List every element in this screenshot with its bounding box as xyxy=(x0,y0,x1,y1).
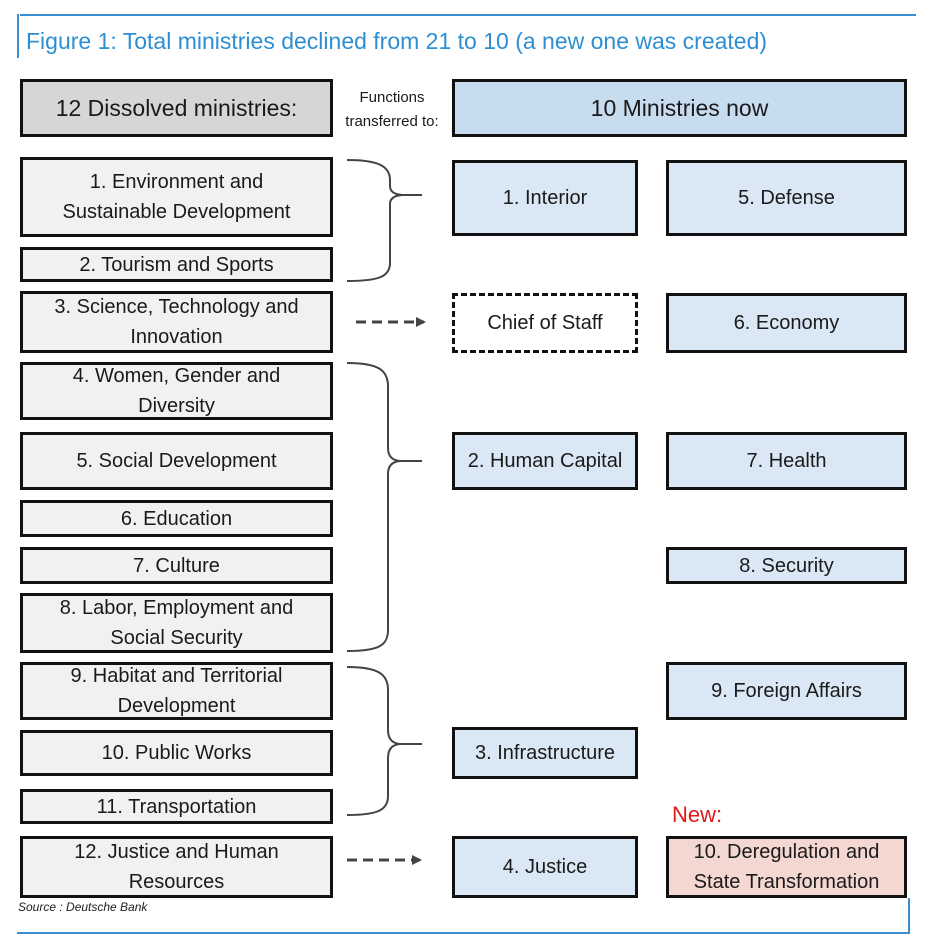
dissolved-ministry-3-line2: Innovation xyxy=(130,326,223,348)
dissolved-ministry-4-line2: Diversity xyxy=(138,395,215,417)
ministry-economy: 6. Economy xyxy=(666,293,907,353)
dissolved-ministry-8-line1: 8. Labor, Employment and xyxy=(59,597,294,619)
dissolved-ministry-4-line1: 4. Women, Gender and xyxy=(72,365,281,387)
ministry-interior: 1. Interior xyxy=(452,160,638,236)
brace-infrastructure xyxy=(346,666,422,816)
frame-right-line xyxy=(908,898,910,932)
dissolved-ministry-12: 12. Justice and Human Resources xyxy=(20,836,333,898)
dissolved-ministry-7: 7. Culture xyxy=(20,547,333,584)
frame-top-line xyxy=(20,14,916,16)
ministry-foreign-affairs: 9. Foreign Affairs xyxy=(666,662,907,720)
brace-interior xyxy=(346,159,422,282)
header-dissolved-ministries: 12 Dissolved ministries: xyxy=(20,79,333,137)
dissolved-ministry-1-line2: Sustainable Development xyxy=(62,201,291,223)
dissolved-ministry-3: 3. Science, Technology and Innovation xyxy=(20,291,333,353)
ministry-deregulation-line2: State Transformation xyxy=(693,871,880,893)
ministry-security: 8. Security xyxy=(666,547,907,584)
frame-left-line xyxy=(17,14,19,58)
dissolved-ministry-8: 8. Labor, Employment and Social Security xyxy=(20,593,333,653)
new-ministry-label: New: xyxy=(672,802,723,827)
dissolved-ministry-12-line1: 12. Justice and Human xyxy=(74,841,279,863)
dissolved-ministry-8-line2: Social Security xyxy=(110,627,243,649)
dissolved-ministry-10: 10. Public Works xyxy=(20,730,333,776)
ministry-infrastructure: 3. Infrastructure xyxy=(452,727,638,779)
ministry-health: 7. Health xyxy=(666,432,907,490)
dissolved-ministry-1: 1. Environment and Sustainable Developme… xyxy=(20,157,333,237)
dissolved-ministry-1-line1: 1. Environment and xyxy=(89,171,264,193)
ministry-chief-of-staff: Chief of Staff xyxy=(452,293,638,353)
frame-bottom-line xyxy=(17,932,910,934)
dissolved-ministry-11: 11. Transportation xyxy=(20,789,333,824)
dissolved-ministry-3-line1: 3. Science, Technology and xyxy=(54,296,299,318)
source-note: Source : Deutsche Bank xyxy=(18,900,148,914)
ministry-human-capital: 2. Human Capital xyxy=(452,432,638,490)
dissolved-ministry-5: 5. Social Development xyxy=(20,432,333,490)
figure-title: Figure 1: Total ministries declined from… xyxy=(26,28,768,54)
header-ministries-now: 10 Ministries now xyxy=(452,79,907,137)
ministry-defense: 5. Defense xyxy=(666,160,907,236)
dissolved-ministry-9-line1: 9. Habitat and Territorial xyxy=(70,665,283,687)
dissolved-ministry-4: 4. Women, Gender and Diversity xyxy=(20,362,333,420)
ministry-deregulation-line1: 10. Deregulation and xyxy=(693,841,880,863)
header-functions-transferred: Functions transferred to: xyxy=(345,89,439,130)
ministry-deregulation: 10. Deregulation and State Transformatio… xyxy=(666,836,907,898)
dissolved-ministry-6: 6. Education xyxy=(20,500,333,537)
ministry-justice: 4. Justice xyxy=(452,836,638,898)
dissolved-ministry-12-line2: Resources xyxy=(128,871,225,893)
dissolved-ministry-9-line2: Development xyxy=(117,695,236,717)
dissolved-ministry-9: 9. Habitat and Territorial Development xyxy=(20,662,333,720)
dissolved-ministry-2: 2. Tourism and Sports xyxy=(20,247,333,282)
brace-human-capital xyxy=(346,362,422,652)
